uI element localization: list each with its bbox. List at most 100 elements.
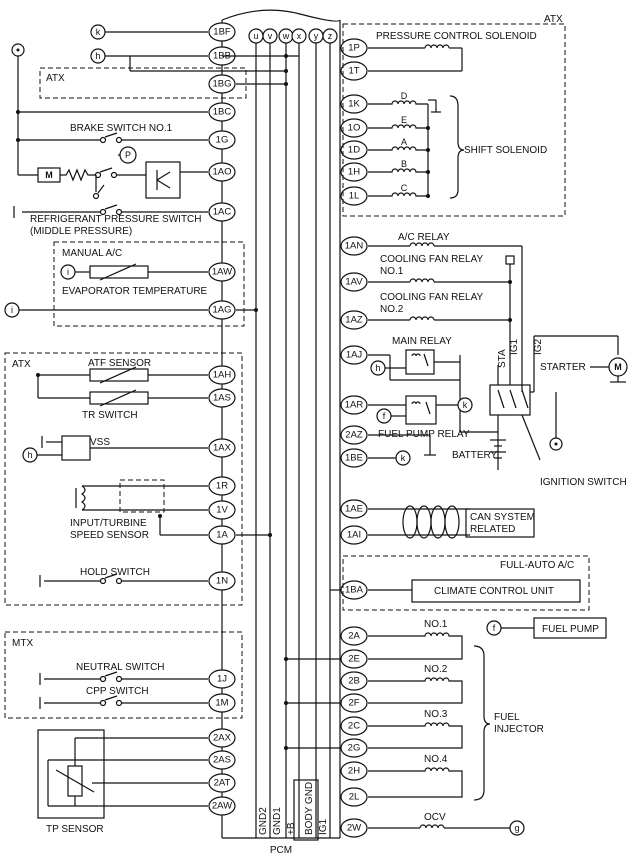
- connector-k-fuel-pump-relay: k: [463, 400, 468, 410]
- pcm-pin-1d: 1D: [340, 140, 368, 160]
- cooling-fan-relay-1-label-1: COOLING FAN RELAY: [380, 254, 484, 265]
- input-turbine-label-2: SPEED SENSOR: [70, 530, 149, 541]
- pcm-pin-label: 1P: [348, 43, 360, 54]
- pcm-pin-label: 1N: [216, 576, 228, 587]
- pressure-control-solenoid-label: PRESSURE CONTROL SOLENOID: [376, 31, 537, 42]
- ignition-terminal-sta: STA: [497, 349, 508, 368]
- pcm-pin-2f: 2F: [340, 693, 368, 713]
- pcm-pin-1t: 1T: [340, 61, 368, 81]
- group-mtx-label: MTX: [12, 638, 33, 649]
- pcm-pin-1an: 1AN: [340, 236, 368, 256]
- pcm-pin-label: 1G: [216, 135, 229, 146]
- pcm-pin-label: 1AG: [212, 305, 231, 316]
- injector-label-no4: NO.4: [424, 754, 448, 765]
- group-atx-mid-label: ATX: [12, 359, 31, 370]
- connector-f-fuel-pump-relay: f: [383, 411, 386, 421]
- pcm-pin-label: 1BA: [345, 585, 364, 596]
- pcm-pin-1av: 1AV: [340, 272, 368, 292]
- pcm-pin-1r: 1R: [208, 476, 236, 496]
- connector-k-top: k: [96, 27, 101, 37]
- group-atx-mid: [4, 352, 243, 606]
- cooling-fan-relay-2-label-1: COOLING FAN RELAY: [380, 292, 484, 303]
- main-relay-label: MAIN RELAY: [392, 336, 452, 347]
- pcm-pin-label: 1A: [216, 530, 228, 541]
- evaporator-temperature-label: EVAPORATOR TEMPERATURE: [62, 286, 208, 297]
- pcm-pin-1bc: 1BC: [208, 102, 236, 122]
- tr-switch-label: TR SWITCH: [82, 410, 138, 421]
- pcm-pin-label: 2A: [348, 631, 360, 642]
- bus-letter-w: w: [282, 31, 290, 41]
- pcm-pin-label: 1AS: [213, 393, 231, 404]
- refrigerant-switch-label-2: (MIDDLE PRESSURE): [30, 226, 132, 237]
- pcm-pin-1g: 1G: [208, 130, 236, 150]
- pcm-pin-2az: 2AZ: [340, 425, 368, 445]
- pcm-pin-label: 2L: [349, 792, 360, 803]
- pcm-pin-1bg: 1BG: [208, 74, 236, 94]
- bus-letter-u: u: [253, 31, 258, 41]
- pcm-pin-label: 2C: [348, 721, 360, 732]
- starter-motor-icon: M: [614, 362, 622, 372]
- hold-switch-label: HOLD SWITCH: [80, 567, 150, 578]
- ignition-terminal-ig1: IG1: [509, 338, 520, 355]
- pcm-pin-2b: 2B: [340, 671, 368, 691]
- pcm-pin-label: 1D: [348, 145, 360, 156]
- pcm-left-pins: 1BF1BB1BG1BC1G1AO1AC1AW1AG1AH1AS1AX1R1V1…: [208, 22, 236, 816]
- pcm-pin-label: 1BF: [213, 27, 231, 38]
- pcm-pin-label: 2F: [348, 698, 359, 709]
- pressure-gauge-icon: P: [125, 150, 131, 160]
- pcm-pin-label: 2G: [348, 743, 361, 754]
- pcm-pin-label: 1AH: [213, 370, 232, 381]
- pcm-pin-1n: 1N: [208, 571, 236, 591]
- shift-solenoid-letter: C: [401, 183, 408, 193]
- battery-label: BATTERY: [452, 450, 498, 461]
- cooling-fan-relay-2-label-2: NO.2: [380, 304, 404, 315]
- pcm-pin-1be: 1BE: [340, 448, 368, 468]
- refrigerant-switch-label-1: REFRIGERANT PRESSURE SWITCH: [30, 214, 202, 225]
- pcm-pin-label: 1V: [216, 505, 228, 516]
- pcm-pin-label: 1H: [348, 167, 360, 178]
- tp-sensor-label: TP SENSOR: [46, 824, 104, 835]
- ignition-terminal-ig2: IG2: [533, 338, 544, 355]
- pcm-pin-label: 1K: [348, 99, 360, 110]
- pcm-pin-1az: 1AZ: [340, 310, 368, 330]
- bus-letter-y: y: [314, 31, 319, 41]
- pcm-pin-label: 1AX: [213, 443, 232, 454]
- connector-i-evap: i: [67, 267, 69, 277]
- pcm-pin-label: 1T: [348, 66, 359, 77]
- pcm-pin-1ba: 1BA: [340, 580, 368, 600]
- fuel-injector-label-1: FUEL: [494, 712, 520, 723]
- pcm-label-body-gnd: BODY GND: [304, 782, 315, 835]
- pcm-pin-label: 1AI: [347, 530, 361, 541]
- shift-solenoid-letter: E: [401, 115, 407, 125]
- bus-letter-v: v: [268, 31, 273, 41]
- climate-control-unit-label: CLIMATE CONTROL UNIT: [434, 586, 554, 597]
- pcm-pin-label: 2B: [348, 676, 360, 687]
- bus-letter-z: z: [328, 31, 333, 41]
- shift-solenoid-letter: D: [401, 91, 408, 101]
- motor-m-left: M: [45, 170, 53, 180]
- starter-label: STARTER: [540, 362, 586, 373]
- ignition-switch-label: IGNITION SWITCH: [540, 477, 627, 488]
- pcm-pin-label: 2AW: [212, 801, 232, 812]
- pcm-label-ig1: IG1: [318, 818, 329, 835]
- cooling-fan-relay-1-label-2: NO.1: [380, 266, 404, 277]
- input-turbine-label-1: INPUT/TURBINE: [70, 518, 147, 529]
- ac-relay-label: A/C RELAY: [398, 232, 450, 243]
- ocv-label: OCV: [424, 812, 446, 823]
- connector-i-left: i: [11, 305, 13, 315]
- pcm-pin-1j: 1J: [208, 669, 236, 689]
- pcm-pin-1v: 1V: [208, 500, 236, 520]
- pcm-pin-label: 1AN: [345, 241, 364, 252]
- pcm-pin-label: 1BE: [345, 453, 363, 464]
- group-full-auto-ac: [342, 555, 590, 611]
- injector-label-no2: NO.2: [424, 664, 448, 675]
- pcm-pin-label: 2H: [348, 766, 360, 777]
- pcm-pin-label: 1R: [216, 481, 228, 492]
- pcm-pin-1o: 1O: [340, 118, 368, 138]
- pcm-pin-1ag: 1AG: [208, 300, 236, 320]
- pcm-pin-label: 2W: [347, 823, 361, 834]
- pcm-pin-2c: 2C: [340, 716, 368, 736]
- pcm-pin-label: 1AO: [212, 167, 231, 178]
